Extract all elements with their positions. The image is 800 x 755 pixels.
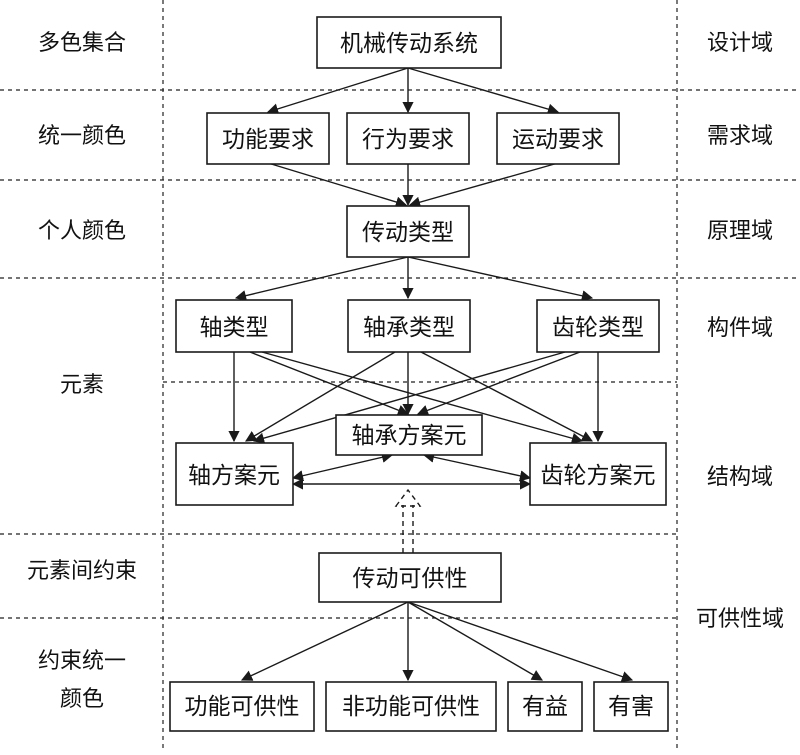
- arrow-system-to-func-req: [266, 67, 409, 115]
- dashed-arrow-head: [394, 488, 422, 507]
- node-label: 轴类型: [200, 315, 269, 341]
- node-func-afford: 功能可供性: [169, 681, 315, 732]
- node-bearing-scheme: 轴承方案元: [335, 414, 483, 456]
- right-label-structure-domain: 结构域: [707, 465, 773, 490]
- node-label: 传动可供性: [353, 566, 468, 592]
- arrow-trans-type-to-gear-type: [407, 256, 594, 302]
- right-label-requirement-domain: 需求域: [707, 124, 773, 149]
- node-label: 行为要求: [362, 127, 454, 153]
- node-label: 传动类型: [362, 220, 454, 246]
- node-label: 有益: [522, 694, 568, 720]
- arrow-motion-req-to-trans-type: [408, 162, 559, 208]
- node-label: 机械传动系统: [340, 31, 478, 57]
- node-system: 机械传动系统: [316, 16, 502, 69]
- arrow-shaft-type-to-gear-scheme: [261, 351, 584, 444]
- node-func-req: 功能要求: [206, 112, 330, 165]
- node-trans-afford: 传动可供性: [318, 552, 502, 603]
- bidir-bearing-gear: [422, 451, 532, 482]
- arrow-bearing-type-to-gear-scheme: [420, 351, 593, 442]
- arrow-bearing-type-to-shaft-scheme: [245, 351, 396, 442]
- node-label: 运动要求: [512, 127, 604, 153]
- left-label-personal-color: 个人颜色: [38, 219, 126, 244]
- node-behav-req: 行为要求: [346, 112, 470, 165]
- node-label: 轴承方案元: [352, 423, 467, 449]
- node-label: 功能可供性: [185, 694, 300, 720]
- left-label-unified-color: 统一颜色: [38, 124, 126, 149]
- arrow-func-req-to-trans-type: [267, 162, 408, 208]
- node-label: 有害: [608, 694, 654, 720]
- right-label-principle-domain: 原理域: [707, 219, 773, 244]
- node-label: 非功能可供性: [342, 694, 480, 720]
- bidir-shaft-bearing: [291, 451, 394, 482]
- left-label-color: 颜色: [60, 687, 104, 712]
- right-label-affordance-domain: 可供性域: [696, 607, 784, 632]
- arrow-trans-type-to-shaft-type: [234, 256, 409, 302]
- arrow-afford-to-harmful: [407, 601, 634, 682]
- node-nonfunc-afford: 非功能可供性: [325, 681, 497, 732]
- left-label-inter-element-constraint: 元素间约束: [27, 559, 137, 584]
- arrow-gear-type-to-shaft-scheme: [252, 351, 566, 444]
- node-label: 功能要求: [222, 127, 314, 153]
- arrow-gear-type-to-bearing-scheme: [416, 351, 581, 416]
- node-label: 轴承类型: [363, 315, 455, 341]
- left-label-constraint-unified: 约束统一: [38, 649, 126, 674]
- node-label: 轴方案元: [188, 463, 280, 489]
- left-label-multicolor-set: 多色集合: [38, 31, 126, 56]
- node-gear-scheme: 齿轮方案元: [529, 442, 667, 506]
- node-shaft-scheme: 轴方案元: [175, 442, 294, 506]
- node-trans-type: 传动类型: [346, 205, 470, 258]
- node-beneficial: 有益: [507, 681, 583, 732]
- node-gear-type: 齿轮类型: [536, 299, 660, 353]
- right-label-component-domain: 构件域: [707, 316, 773, 341]
- arrow-system-to-motion-req: [407, 67, 560, 115]
- node-harmful: 有害: [593, 681, 669, 732]
- arrow-afford-to-func-afford: [240, 601, 409, 681]
- node-label: 齿轮方案元: [541, 463, 656, 489]
- arrow-afford-to-beneficial: [407, 601, 543, 681]
- node-motion-req: 运动要求: [496, 112, 620, 165]
- node-label: 齿轮类型: [552, 315, 644, 341]
- node-bearing-type: 轴承类型: [347, 299, 471, 353]
- arrow-shaft-type-to-bearing-scheme: [249, 351, 410, 416]
- arrows: [228, 67, 634, 682]
- node-shaft-type: 轴类型: [175, 299, 293, 353]
- left-label-element: 元素: [60, 373, 104, 398]
- right-label-design-domain: 设计域: [707, 31, 773, 56]
